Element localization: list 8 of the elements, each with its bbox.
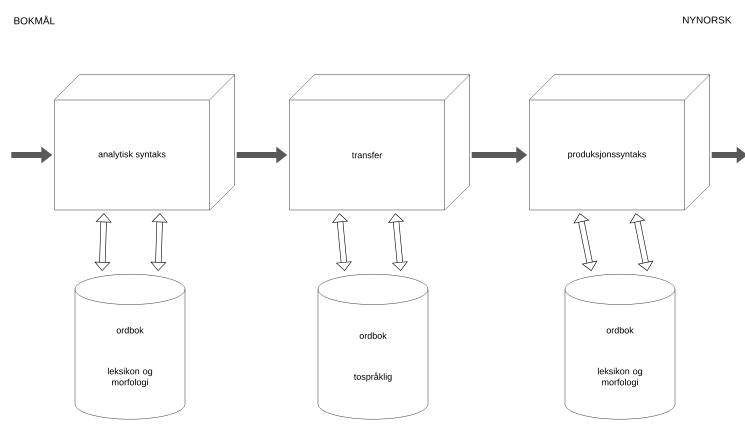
box-3d: analytisk syntaks	[54, 74, 235, 210]
box-3d: produksjonssyntaks	[529, 74, 710, 210]
box-3d: transfer	[289, 74, 470, 210]
language-label: NYNORSK	[683, 16, 732, 24]
language-label: BOKMÅL	[14, 16, 55, 24]
database-cylinder: ordbok leksikon og morfologi	[564, 274, 676, 420]
database-cylinder: ordbok tospråklig	[318, 274, 428, 420]
database-cylinder: ordbok leksikon og morfologi	[74, 274, 186, 420]
